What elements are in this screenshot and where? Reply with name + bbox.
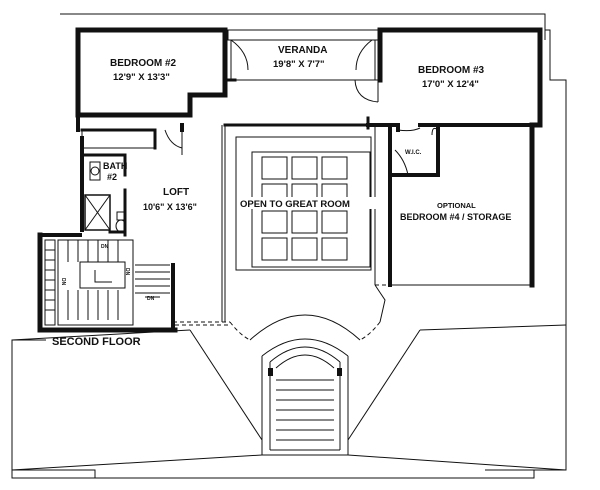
exterior-walls [37,27,543,333]
bath-area [80,123,184,237]
stair-dn-label-3: DN [60,278,66,286]
bedroom2-size: 12'9" X 13'3" [113,72,170,83]
stair-treads-right [135,264,170,294]
bedroom4-name: BEDROOM #4 / STORAGE [400,212,511,222]
loft-name: LOFT [163,187,189,198]
bedroom3-walls [366,116,542,177]
stair-treads-bottom [67,290,119,320]
entry-steps [262,379,348,456]
stairwell: DN DN DN DN [44,239,170,326]
bedroom2-name: BEDROOM #2 [110,58,177,69]
great-room-name: OPEN TO GREAT ROOM [240,199,350,210]
bath-name: BATH [103,161,127,171]
entry-arch [11,314,567,471]
veranda-size: 19'8" X 7'7" [273,59,325,70]
loft-size: 10'6" X 13'6" [143,202,197,212]
floor-label: SECOND FLOOR [52,336,141,348]
bedroom4-optional: OPTIONAL [437,201,476,210]
great-room-opening [173,123,386,326]
stair-dn-label-2: DN [124,268,130,276]
wic-name: W.I.C. [405,150,422,156]
bedroom3-size: 17'0" X 12'4" [422,79,479,90]
great-room-label-bg [238,197,380,209]
room-labels: BEDROOM #2 12'9" X 13'3" VERANDA 19'8" X… [52,45,511,348]
roof-outline [11,13,567,479]
bedroom3-name: BEDROOM #3 [418,65,485,76]
bath-number: #2 [107,172,117,182]
bedroom4-walls [375,173,532,287]
veranda-structure [226,29,381,103]
veranda-name: VERANDA [278,45,327,56]
stair-dn-label-4: DN [147,296,155,302]
stair-dn-label-1: DN [101,244,109,250]
stair-treads-top [67,240,119,262]
stair-treads-left [45,249,55,311]
